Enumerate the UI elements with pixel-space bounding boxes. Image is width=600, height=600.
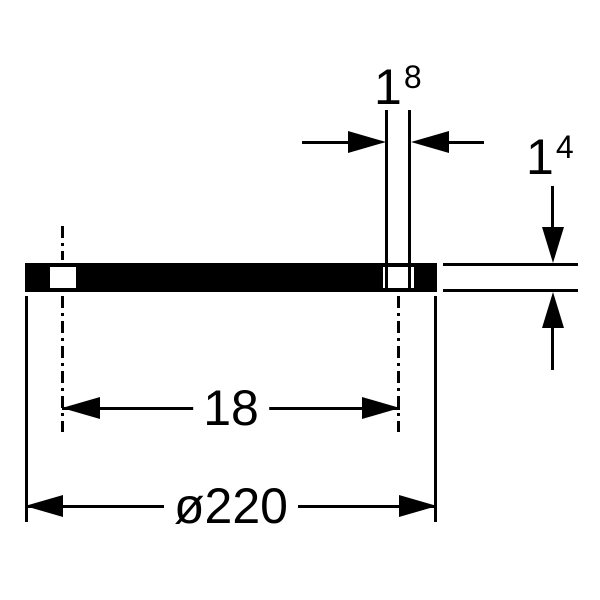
arrowhead-thickness-upper [542, 227, 564, 263]
arrowhead-diameter-left [25, 495, 63, 517]
arrowhead-hole-pitch-right [362, 397, 400, 419]
right-hole [383, 267, 414, 288]
hole-width-dimension-label: 18 [374, 59, 422, 115]
outer-diameter-dimension-label: ø220 [164, 481, 298, 531]
dimension-line-hole-width-right [446, 141, 484, 144]
hole-pitch-dimension-label: 18 [193, 383, 269, 433]
extension-line-hole-left-edge [385, 110, 388, 292]
arrowhead-hole-width-left [348, 131, 386, 153]
arrowhead-diameter-right [399, 495, 437, 517]
dimension-line-thickness-lower [551, 326, 554, 370]
centerline-left-hole-above [61, 226, 64, 260]
dimension-line-hole-width-left [302, 141, 352, 144]
extension-line-thickness-top [443, 263, 578, 266]
centerline-left-hole-below [61, 296, 64, 432]
extension-line-hole-right-edge [408, 110, 411, 292]
dimension-line-thickness-upper [551, 186, 554, 230]
extension-line-thickness-bottom [443, 289, 578, 292]
thickness-value: 1 [526, 129, 554, 185]
thickness-decimal: 4 [555, 129, 574, 165]
arrowhead-thickness-lower [542, 292, 564, 328]
seal-cross-section [25, 263, 437, 292]
arrowhead-hole-width-right [411, 131, 449, 153]
left-hole [50, 267, 76, 288]
centerline-right-hole-below [397, 296, 400, 432]
hole-width-value: 1 [374, 59, 402, 115]
thickness-dimension-label: 14 [526, 129, 574, 185]
hole-width-decimal: 8 [403, 59, 422, 95]
extension-line-diameter-left [25, 296, 28, 522]
extension-line-diameter-right [434, 296, 437, 522]
arrowhead-hole-pitch-left [62, 397, 100, 419]
